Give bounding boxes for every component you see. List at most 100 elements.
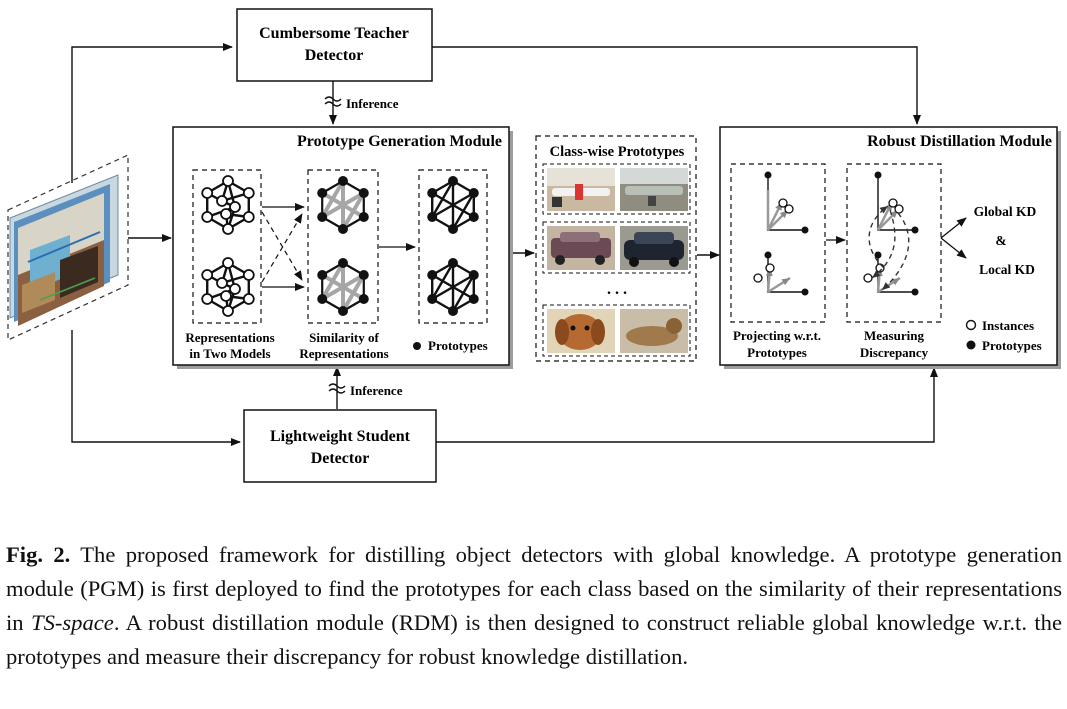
graph-edge [451, 274, 475, 312]
inference-label-top: Inference [346, 96, 399, 111]
rdm-label-meas-1: Measuring [864, 328, 924, 343]
teacher-similarity-graph [317, 176, 369, 234]
prototype-generation-module: Prototype Generation Module Representati… [172, 126, 513, 369]
graph-edge [320, 180, 345, 218]
pgm-label-repr-1: Representations [185, 330, 274, 345]
graph-node [242, 269, 255, 281]
figure-caption: Fig. 2. The proposed framework for disti… [6, 538, 1062, 674]
graph-node [427, 294, 438, 304]
pgm-title: Prototype Generation Module [297, 133, 502, 150]
caption-fig-label: Fig. 2. [6, 542, 71, 567]
rdm-label-proj-1: Projecting w.r.t. [733, 328, 821, 343]
airplane-image-2 [620, 168, 688, 211]
graph-node [201, 293, 214, 305]
projection-diagram [753, 171, 809, 296]
connectors [71, 43, 938, 446]
graph-edge [341, 274, 366, 312]
teacher-label-line1: Cumbersome Teacher [259, 25, 409, 42]
caption-italic-term: TS-space [31, 610, 114, 635]
input-image-stack [7, 154, 129, 341]
graph-node [448, 306, 458, 316]
graph-node [201, 187, 214, 199]
dog-image-1 [547, 309, 615, 353]
graph-node [242, 211, 255, 223]
graph-node [427, 212, 438, 222]
student-representation-graph [201, 257, 255, 317]
graph-node [222, 175, 234, 187]
student-prototype-graph [427, 258, 479, 316]
pgm-legend-prototypes: Prototypes [428, 338, 488, 353]
graph-edge [431, 180, 455, 218]
graph-node [201, 269, 214, 281]
graph-node [216, 195, 228, 207]
graph-node [468, 294, 479, 304]
graph-node [222, 223, 234, 235]
student-detector-box: Lightweight Student Detector [243, 409, 437, 483]
graph-node [448, 258, 458, 268]
graph-node [338, 176, 348, 186]
graph-node [317, 212, 328, 222]
graph-node [229, 283, 241, 295]
graph-node [222, 257, 234, 269]
graph-node [358, 212, 369, 222]
rdm-legend-prototypes: Prototypes [982, 338, 1042, 353]
kd-amp-label: & [995, 233, 1006, 248]
rdm-title: Robust Distillation Module [867, 133, 1052, 150]
graph-node [338, 224, 348, 234]
local-kd-label: Local KD [979, 262, 1035, 277]
global-kd-label: Global KD [974, 204, 1037, 219]
student-label-line1: Lightweight Student [270, 428, 411, 445]
discrepancy-diagram [863, 171, 919, 296]
inference-break-marks [324, 96, 346, 394]
graph-edge [431, 273, 475, 301]
pgm-label-repr-2: in Two Models [189, 346, 270, 361]
graph-node [317, 294, 328, 304]
class-wise-prototypes-panel: Class-wise Prototypes [535, 135, 697, 362]
car-image-2 [620, 226, 688, 270]
teacher-representation-graph [201, 175, 255, 235]
rdm-label-proj-2: Prototypes [747, 345, 807, 360]
graph-node [468, 212, 479, 222]
pgm-label-sim-2: Representations [299, 346, 388, 361]
graph-node [427, 270, 438, 280]
graph-edge [341, 192, 366, 230]
graph-node [220, 208, 232, 220]
graph-edge [320, 262, 345, 300]
dog-image-2 [620, 309, 688, 353]
graph-edge [431, 191, 475, 219]
teacher-prototype-graph [427, 176, 479, 234]
graph-node [201, 211, 214, 223]
graph-node [229, 201, 241, 213]
graph-node [358, 188, 369, 198]
instances-legend-dot [965, 319, 977, 331]
framework-diagram: Inference Inference Cumbersome Teacher D… [7, 8, 1061, 483]
prototypes-legend-dot [966, 340, 976, 350]
inference-label-bottom: Inference [350, 383, 403, 398]
classwise-title: Class-wise Prototypes [550, 144, 685, 160]
graph-node [216, 277, 228, 289]
classwise-ellipsis: . . . [607, 281, 627, 298]
graph-edge [451, 192, 475, 230]
pgm-prototype-legend-dot [413, 342, 421, 350]
graph-node [222, 305, 234, 317]
rdm-label-meas-2: Discrepancy [860, 345, 929, 360]
pgm-label-sim-1: Similarity of [309, 330, 379, 345]
graph-node [242, 187, 255, 199]
teacher-detector-box: Cumbersome Teacher Detector [236, 8, 433, 82]
caption-text-2: . A robust distillation module (RDM) is … [6, 610, 1062, 669]
caption-text-1: The proposed framework for distilling ob… [6, 542, 1062, 635]
rdm-legend-instances: Instances [982, 318, 1034, 333]
student-similarity-graph [317, 258, 369, 316]
graph-node [338, 258, 348, 268]
robust-distillation-module: Robust Distillation Module [719, 126, 1061, 369]
graph-node [448, 176, 458, 186]
graph-node [468, 270, 479, 280]
graph-edge [431, 262, 455, 300]
graph-node [317, 270, 328, 280]
car-image-1 [547, 226, 615, 270]
graph-node [358, 294, 369, 304]
graph-edge [321, 273, 365, 301]
graph-node [338, 306, 348, 316]
graph-node [317, 188, 328, 198]
graph-node [448, 224, 458, 234]
